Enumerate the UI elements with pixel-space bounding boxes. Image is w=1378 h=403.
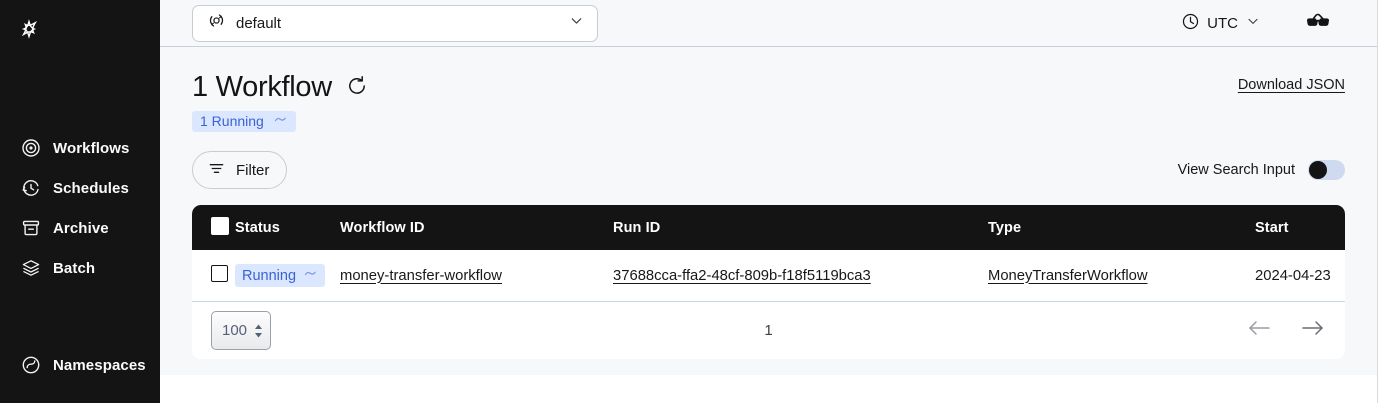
timezone-label: UTC — [1207, 15, 1238, 32]
cell-run-id: 37688cca-ffa2-48cf-809b-f18f5119bca3 — [613, 250, 988, 302]
stepper-arrows-icon — [254, 324, 263, 338]
timezone-select[interactable]: UTC — [1173, 8, 1269, 40]
running-indicator-icon — [304, 267, 317, 284]
content: 1 Workflow Download JSON 1 Running — [160, 47, 1378, 359]
filter-icon — [208, 160, 225, 181]
data-encoder-button[interactable] — [1297, 8, 1339, 39]
next-page-button[interactable] — [1301, 319, 1325, 342]
sidebar-item-batch[interactable]: Batch — [0, 248, 160, 288]
main-area: default UTC — [160, 0, 1378, 403]
schedules-icon — [21, 178, 41, 198]
status-badge-running[interactable]: 1 Running — [192, 111, 296, 132]
pagination: 100 1 — [192, 302, 1345, 359]
cell-status: Running — [235, 250, 340, 302]
status-summary: 1 Running — [192, 111, 1345, 132]
column-header-workflow-id[interactable]: Workflow ID — [340, 205, 613, 250]
title-row: 1 Workflow — [192, 73, 368, 102]
filter-button-label: Filter — [236, 161, 270, 179]
chevron-down-icon — [568, 12, 585, 34]
namespace-icon — [207, 11, 226, 35]
sidebar-item-label: Namespaces — [53, 356, 146, 374]
sidebar-item-label: Schedules — [53, 179, 129, 197]
page-title: 1 Workflow — [192, 71, 332, 103]
column-header-run-id[interactable]: Run ID — [613, 205, 988, 250]
workflows-icon — [21, 138, 41, 158]
filter-button[interactable]: Filter — [192, 151, 288, 189]
workflow-type-link[interactable]: MoneyTransferWorkflow — [988, 267, 1148, 284]
column-header-type[interactable]: Type — [988, 205, 1255, 250]
arrow-left-icon — [1247, 319, 1271, 342]
cell-type: MoneyTransferWorkflow — [988, 250, 1255, 302]
page-header: 1 Workflow Download JSON — [192, 47, 1345, 102]
toggle-knob — [1309, 161, 1327, 179]
previous-page-button[interactable] — [1247, 319, 1271, 342]
batch-icon — [21, 258, 41, 278]
sidebar-item-label: Workflows — [53, 139, 130, 157]
sidebar-item-schedules[interactable]: Schedules — [0, 168, 160, 208]
view-search-input-toggle[interactable] — [1308, 160, 1345, 180]
refresh-icon — [346, 75, 368, 102]
sidebar-spacer — [0, 288, 160, 345]
sidebar-nav: Workflows Schedules — [0, 128, 160, 385]
download-json-link[interactable]: Download JSON — [1237, 77, 1345, 93]
page-size-select[interactable]: 100 — [211, 311, 271, 350]
row-status-badge[interactable]: Running — [235, 264, 326, 287]
topbar: default UTC — [160, 0, 1378, 47]
select-all-checkbox[interactable] — [211, 216, 229, 235]
start-time-value: 2024-04-23 — [1255, 267, 1331, 284]
namespaces-icon — [21, 355, 41, 375]
view-search-input-label: View Search Input — [1177, 162, 1295, 178]
clock-icon — [1181, 12, 1200, 36]
workflows-table: Status Workflow ID Run ID Type Start — [192, 205, 1345, 359]
row-status-label: Running — [242, 267, 297, 284]
toolbar: Filter View Search Input — [192, 151, 1345, 189]
table-header-row: Status Workflow ID Run ID Type Start — [192, 205, 1345, 250]
sidebar-item-label: Archive — [53, 219, 109, 237]
sidebar-item-label: Batch — [53, 259, 96, 277]
table-row[interactable]: Running money-transfer-workflow — [192, 250, 1345, 302]
page-number: 1 — [764, 322, 773, 339]
row-select-cell — [192, 250, 235, 302]
row-checkbox[interactable] — [211, 265, 228, 282]
pagination-nav — [1247, 319, 1325, 342]
glasses-icon — [1305, 12, 1331, 35]
view-search-input-control[interactable]: View Search Input — [1178, 160, 1345, 180]
bottom-strip — [160, 375, 1378, 403]
status-badge-label: 1 Running — [200, 113, 264, 129]
sidebar-item-archive[interactable]: Archive — [0, 208, 160, 248]
refresh-button[interactable] — [346, 73, 368, 102]
namespace-select[interactable]: default — [192, 4, 598, 42]
run-id-link[interactable]: 37688cca-ffa2-48cf-809b-f18f5119bca3 — [613, 267, 871, 284]
arrow-right-icon — [1301, 319, 1325, 342]
cell-start: 2024-04-23 — [1255, 250, 1345, 302]
namespace-value: default — [236, 14, 282, 32]
sidebar-item-namespaces[interactable]: Namespaces — [0, 345, 160, 385]
select-all-header — [192, 205, 235, 250]
column-header-status[interactable]: Status — [235, 205, 340, 250]
chevron-down-icon — [1245, 13, 1261, 34]
topbar-right: UTC — [1173, 0, 1378, 47]
page-size-value: 100 — [222, 322, 248, 339]
running-indicator-icon — [274, 113, 287, 129]
column-header-start[interactable]: Start — [1255, 205, 1345, 250]
archive-icon — [21, 218, 41, 238]
cell-workflow-id: money-transfer-workflow — [340, 250, 613, 302]
temporal-logo[interactable] — [14, 19, 44, 48]
sidebar-item-workflows[interactable]: Workflows — [0, 128, 160, 168]
logo-wrap — [0, 0, 160, 58]
workflow-id-link[interactable]: money-transfer-workflow — [340, 267, 502, 284]
sidebar: Workflows Schedules — [0, 0, 160, 403]
